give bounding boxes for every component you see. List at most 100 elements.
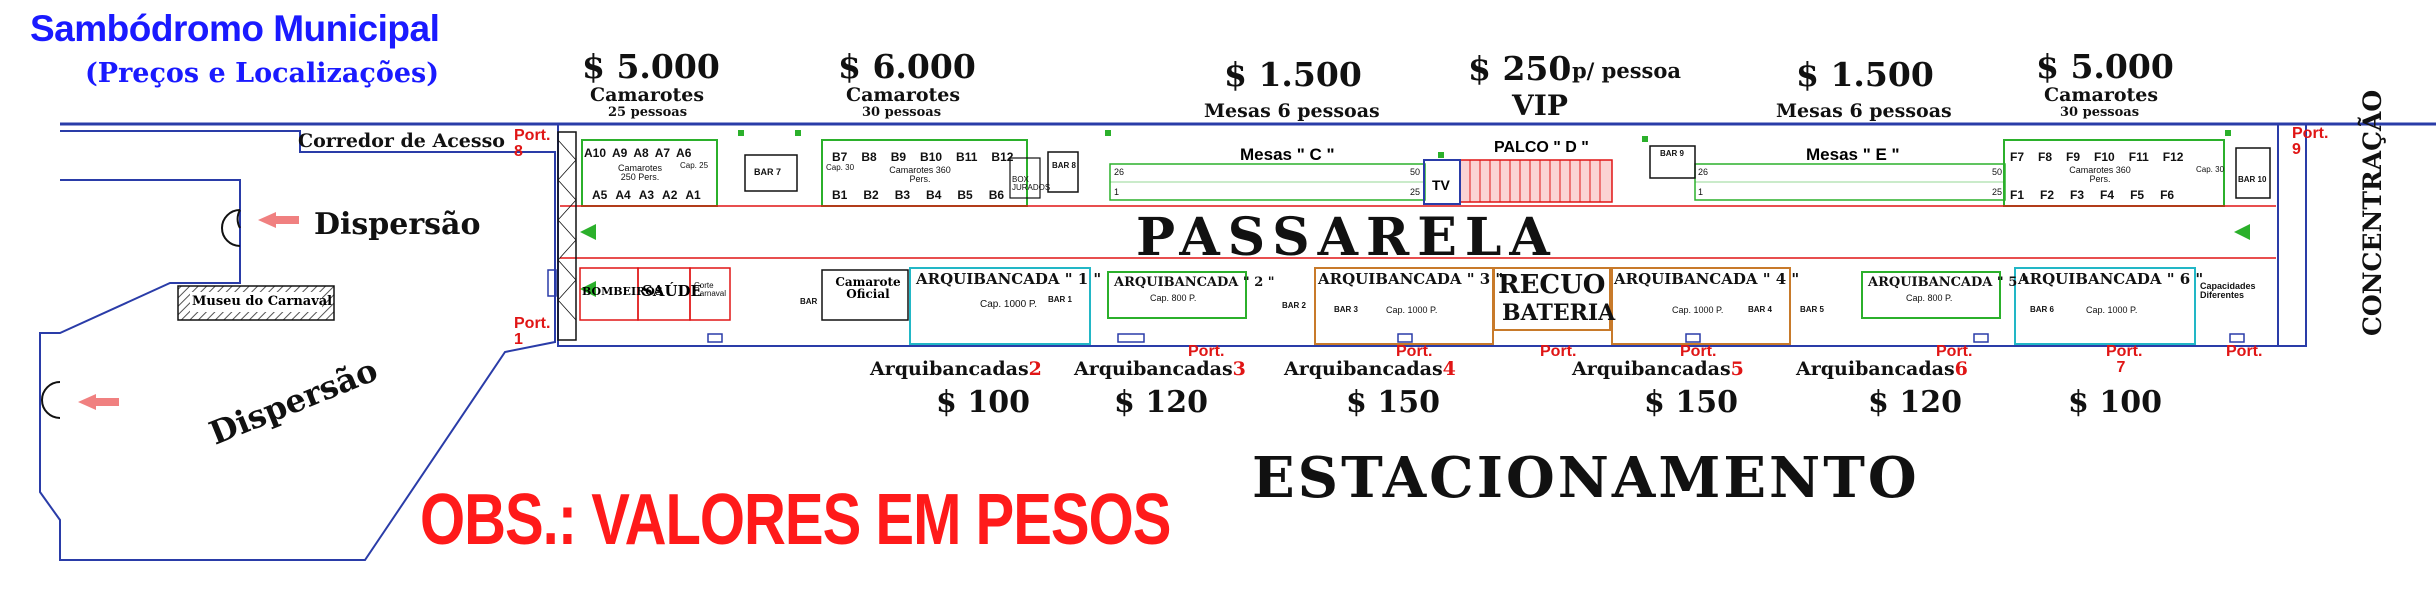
mesas-c-num: 50 [1410, 167, 1421, 177]
stand-1-box [909, 267, 1091, 345]
stand-price-text: Arquibancadas [870, 358, 1029, 380]
port-1-label: Port. 1 [514, 315, 551, 348]
camarote-cell[interactable]: B7 [832, 150, 848, 164]
camarote-cell[interactable]: F3 [2070, 188, 2085, 202]
stand-price-text: Arquibancadas [1074, 358, 1233, 380]
bateria-label: BATERIA [1502, 300, 1616, 326]
camarote-cell[interactable]: A3 [638, 188, 655, 202]
camarote-cell[interactable]: F10 [2094, 150, 2115, 164]
bar-label: BAR 1 [1048, 295, 1073, 304]
camarote-cell[interactable]: F1 [2010, 188, 2025, 202]
camarote-cell[interactable]: F11 [2128, 150, 2149, 164]
camarote-cell[interactable]: A8 [633, 146, 649, 160]
camarote-cell[interactable]: A9 [612, 146, 628, 160]
camarote-cell[interactable]: B5 [957, 188, 973, 202]
stand-price-number: 6 [1954, 358, 1968, 380]
camarote-b-center: Camarotes 360 Pers. [889, 165, 951, 184]
camarote-cell[interactable]: F8 [2038, 150, 2053, 164]
stand-price-value: $ 150 [1346, 385, 1440, 420]
port-7-label: Port. 7 [2106, 343, 2143, 376]
corredor-label: Corredor de Acesso [298, 130, 505, 152]
camarote-cell[interactable]: F7 [2010, 150, 2025, 164]
camarote-cell[interactable]: A1 [685, 188, 701, 202]
camarote-cell[interactable]: F12 [2162, 150, 2184, 164]
camarote-cell[interactable]: B10 [920, 150, 943, 164]
camarote-cell[interactable]: A5 [592, 188, 608, 202]
camarote-cell[interactable]: A10 [584, 146, 607, 160]
camarote-cell[interactable]: B6 [988, 188, 1005, 202]
bar-label: BAR 5 [1800, 305, 1825, 314]
camarote-cell[interactable]: A7 [654, 146, 671, 160]
stand-price-text: Arquibancadas [1284, 358, 1443, 380]
arrow-green-low [580, 281, 596, 297]
recuo-bateria-box [1493, 267, 1611, 331]
camarote-b-top-row: B7 B8 B9 B10 B11 B12 [832, 150, 1013, 164]
stand-price-value: $ 150 [1644, 385, 1738, 420]
stand-price-label: Arquibancadas6 [1796, 360, 1968, 379]
bar-8-box [1047, 151, 1079, 193]
camarote-b-bottom-row: B1 B2 B3 B4 B5 B6 [832, 188, 1004, 202]
stand-1-cap: Cap. 1000 P. [980, 299, 1038, 310]
box-jurados [1009, 157, 1041, 199]
stand-2-cap: Cap. 800 P. [1150, 293, 1197, 303]
passarela-label: PASSARELA [1136, 207, 1558, 268]
stand-price-label: Arquibancadas4 [1284, 360, 1456, 379]
camarote-cell[interactable]: B8 [861, 150, 877, 164]
stand-3-name: ARQUIBANCADA " 3 " [1318, 270, 1504, 288]
port-8-label: Port. 8 [514, 127, 551, 160]
camarote-cell[interactable]: B1 [832, 188, 848, 202]
camarote-cell[interactable]: B9 [890, 150, 907, 164]
stand-price-value: $ 100 [936, 385, 1030, 420]
price-camarotes-f-line1: Camarotes [2044, 84, 2159, 106]
camarote-cell[interactable]: A2 [662, 188, 678, 202]
price-camarotes-a-line1: Camarotes [590, 84, 705, 106]
bar-7-box [744, 154, 798, 192]
left-tower-zigzag [557, 139, 577, 321]
corte-box [689, 267, 731, 321]
camarote-cell[interactable]: A4 [615, 188, 631, 202]
camarote-cell[interactable]: A6 [676, 146, 692, 160]
mesas-c-num: 26 [1114, 167, 1125, 177]
bar-label: BAR 6 [2030, 305, 2055, 314]
price-vip: $ 250 [1468, 49, 1572, 88]
camarote-cell[interactable]: F2 [2040, 188, 2055, 202]
mesas-e-num: 50 [1992, 167, 2003, 177]
palco-hatch [1469, 160, 1601, 202]
camarote-cell[interactable]: B3 [894, 188, 911, 202]
palco-d-label: PALCO " D " [1494, 139, 1589, 156]
stand-price-label: Arquibancadas2 [870, 360, 1042, 379]
bar-label: BAR [800, 297, 818, 306]
camarote-cell[interactable]: B12 [991, 150, 1014, 164]
price-mesas-e: $ 1.500 [1796, 55, 1934, 94]
mesas-e-label: Mesas " E " [1806, 145, 1900, 164]
arrow-red-1-shaft [275, 216, 299, 224]
museum-label-bg [190, 292, 322, 312]
arrow-green-left [580, 224, 596, 240]
bar-10-box [2235, 147, 2271, 199]
camarote-cell[interactable]: F5 [2130, 188, 2145, 202]
box-jurados-label: BOX JURADOS [1012, 175, 1051, 192]
bombeiros-label: BOMBEIROS [582, 285, 663, 298]
stand-5-cap: Cap. 800 P. [1906, 293, 1953, 303]
saude-label: SAÚDE [642, 282, 702, 300]
camarote-cell[interactable]: B4 [926, 188, 942, 202]
camarote-cell[interactable]: B11 [956, 150, 978, 164]
tv-label: TV [1432, 177, 1450, 193]
camarote-cell[interactable]: F4 [2100, 188, 2115, 202]
stand-4-box [1611, 267, 1791, 345]
stand-price-text: Arquibancadas [1796, 358, 1955, 380]
price-camarotes-b-line2: 30 pessoas [862, 105, 942, 120]
price-camarotes-b-line1: Camarotes [846, 84, 961, 106]
dispersao-label-1: Dispersão [314, 207, 481, 242]
camarote-a-ext: Cap. 25 [680, 161, 709, 170]
camarote-cell[interactable]: F6 [2160, 188, 2175, 202]
camarote-cell[interactable]: B2 [863, 188, 879, 202]
bottom-ticks [547, 269, 2245, 343]
tv-box [1423, 159, 1461, 205]
stand-price-value: $ 120 [1114, 385, 1208, 420]
camarote-f-ext: Cap. 30 [2196, 165, 2225, 174]
camarote-cell[interactable]: F9 [2066, 150, 2081, 164]
stand-2-name: ARQUIBANCADA " 2 " [1114, 275, 1275, 290]
door-arc-1 [221, 209, 241, 247]
port-label: Port. [1680, 343, 1717, 360]
